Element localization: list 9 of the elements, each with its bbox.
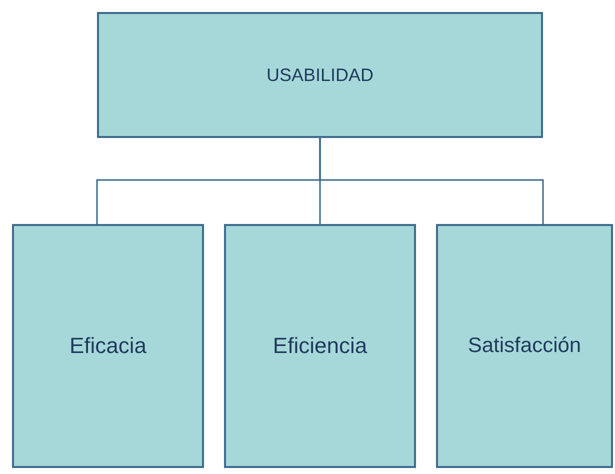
connector-line <box>319 138 544 224</box>
root-box <box>97 12 543 138</box>
box-label: USABILIDAD <box>266 64 374 86</box>
box-label: Eficacia <box>69 333 147 359</box>
box-label: Satisfacción <box>468 334 582 358</box>
child-box <box>12 224 204 468</box>
child-box <box>436 224 613 468</box>
child-box <box>224 224 416 468</box>
box-label: Eficiencia <box>272 333 368 359</box>
